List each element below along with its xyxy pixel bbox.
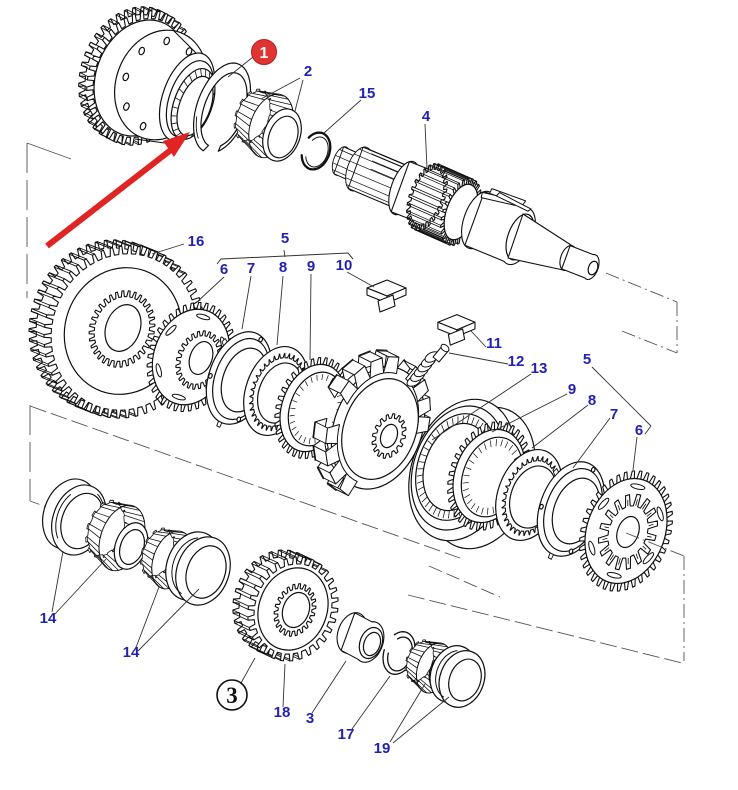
svg-text:8: 8: [279, 259, 287, 276]
svg-text:14: 14: [123, 644, 140, 661]
svg-text:17: 17: [338, 726, 355, 743]
svg-text:5: 5: [583, 351, 591, 368]
svg-text:18: 18: [274, 704, 291, 721]
svg-text:10: 10: [336, 257, 353, 274]
svg-text:6: 6: [635, 422, 643, 439]
svg-text:9: 9: [307, 258, 315, 275]
svg-text:6: 6: [220, 261, 228, 278]
svg-text:9: 9: [568, 381, 576, 398]
svg-text:19: 19: [374, 740, 391, 757]
svg-text:15: 15: [359, 85, 376, 102]
svg-text:7: 7: [610, 406, 618, 423]
svg-text:3: 3: [306, 710, 314, 727]
svg-text:1: 1: [260, 45, 269, 62]
svg-text:4: 4: [422, 108, 431, 125]
svg-text:8: 8: [588, 392, 596, 409]
svg-text:14: 14: [40, 610, 57, 627]
svg-text:13: 13: [531, 360, 548, 377]
svg-text:16: 16: [188, 233, 205, 250]
svg-text:2: 2: [304, 63, 312, 80]
svg-text:12: 12: [508, 353, 525, 370]
svg-text:11: 11: [486, 335, 502, 352]
svg-text:5: 5: [281, 230, 289, 247]
svg-text:3: 3: [226, 683, 238, 708]
svg-text:7: 7: [247, 260, 255, 277]
